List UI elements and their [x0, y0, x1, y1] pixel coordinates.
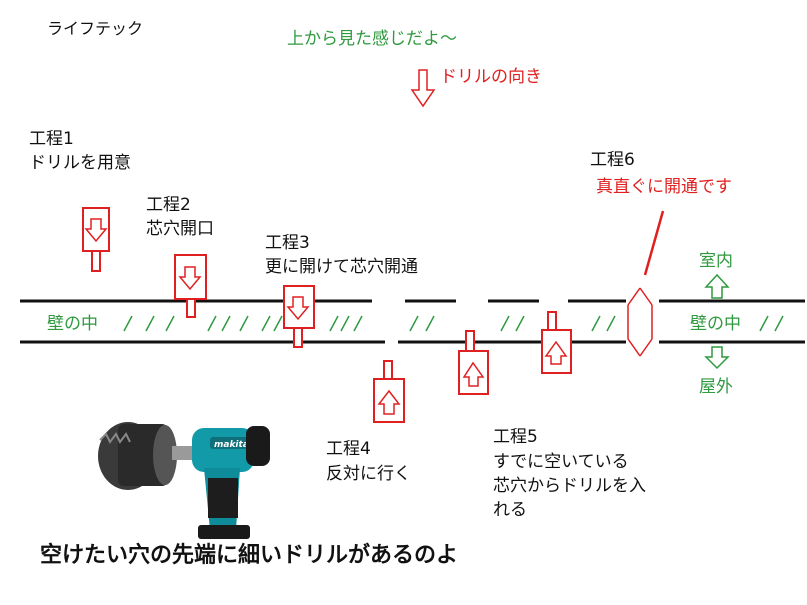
drill-step3 [284, 286, 314, 347]
through-hole-double-arrow-icon [628, 288, 652, 356]
step5-desc-line2: 芯穴からドリルを入 [493, 474, 646, 498]
drill-step5b [542, 312, 571, 373]
indoor-label: 室内 [699, 249, 733, 273]
drill-step2 [175, 255, 206, 317]
drill-direction-arrow-icon [412, 70, 434, 106]
brand-text: ライフテック [47, 17, 143, 41]
outdoor-label: 屋外 [699, 375, 733, 399]
step2-desc: 芯穴開口 [146, 217, 214, 241]
drill-step1 [83, 208, 109, 271]
step6-title: 工程6 [590, 148, 635, 172]
drill-step5a [459, 331, 488, 394]
hole-saw-drill-image: makita [98, 422, 270, 539]
step2-title: 工程2 [146, 193, 191, 217]
tool-brand-text: makita [214, 440, 249, 450]
step5-title: 工程5 [493, 425, 538, 449]
step4-desc: 反対に行く [326, 462, 411, 486]
wall-label-left: 壁の中 [47, 312, 98, 336]
drill-direction-label: ドリルの向き [440, 65, 542, 89]
outdoor-arrow-icon [706, 347, 728, 368]
step1-title: 工程1 [29, 127, 74, 151]
bottom-caption: 空けたい穴の先端に細いドリルがあるのよ [40, 544, 458, 568]
step6-pointer-line [645, 211, 663, 275]
top-view-caption: 上から見た感じだよ～ [287, 27, 457, 51]
wall-hatching [124, 316, 783, 331]
indoor-arrow-icon [706, 275, 728, 298]
step3-desc: 更に開けて芯穴開通 [265, 255, 418, 279]
step3-title: 工程3 [265, 231, 310, 255]
step5-desc-line1: すでに空いている [493, 450, 629, 474]
wall-label-right: 壁の中 [690, 312, 741, 336]
drill-step4 [374, 361, 404, 422]
step6-desc: 真直ぐに開通です [596, 175, 732, 199]
step5-desc-line3: れる [493, 498, 527, 522]
step4-title: 工程4 [326, 437, 371, 461]
step1-desc: ドリルを用意 [29, 151, 131, 175]
